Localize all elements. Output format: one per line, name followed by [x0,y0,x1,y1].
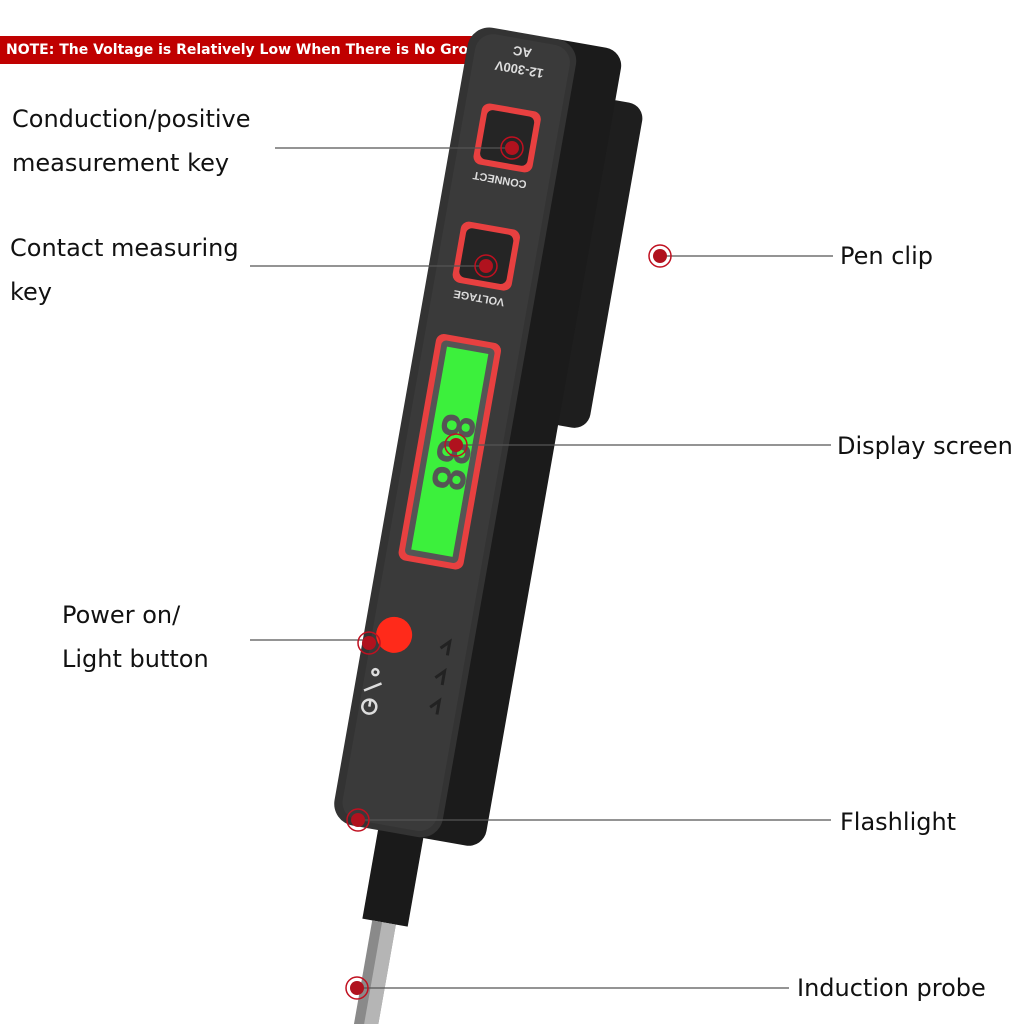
mode-text: AC [511,43,533,61]
label-pen-clip: Pen clip [840,242,933,270]
voltage-tester-pen: 12-300V AC CONNECT VOLTAGE 888 [334,27,643,1024]
marker-display [444,433,468,457]
voltage-key[interactable] [458,227,514,285]
power-light-icon [361,667,382,715]
display-screen [411,346,489,557]
markers [345,136,672,1000]
label-power-button: Power on/ Light button [62,601,209,673]
label-induction-probe: Induction probe [797,974,986,1002]
warning-banner: NOTE: The Voltage is Relatively Low When… [0,36,540,64]
marker-flashlight [346,808,370,832]
marker-power [357,631,381,655]
label-display-screen: Display screen [837,432,1013,460]
warning-text: NOTE: The Voltage is Relatively Low When… [6,42,540,58]
grip-ridges [429,638,452,715]
marker-contact [474,254,498,278]
label-flashlight: Flashlight [840,808,957,836]
probe-collar [362,810,427,927]
marker-probe [345,976,369,1000]
marker-pen-clip [648,244,672,268]
power-light-button[interactable] [373,614,415,656]
label-conduction-key: Conduction/positive measurement key [12,105,251,177]
marker-conduction [500,136,524,160]
leader-lines [250,147,833,989]
label-contact-key: Contact measuring key [10,234,239,306]
